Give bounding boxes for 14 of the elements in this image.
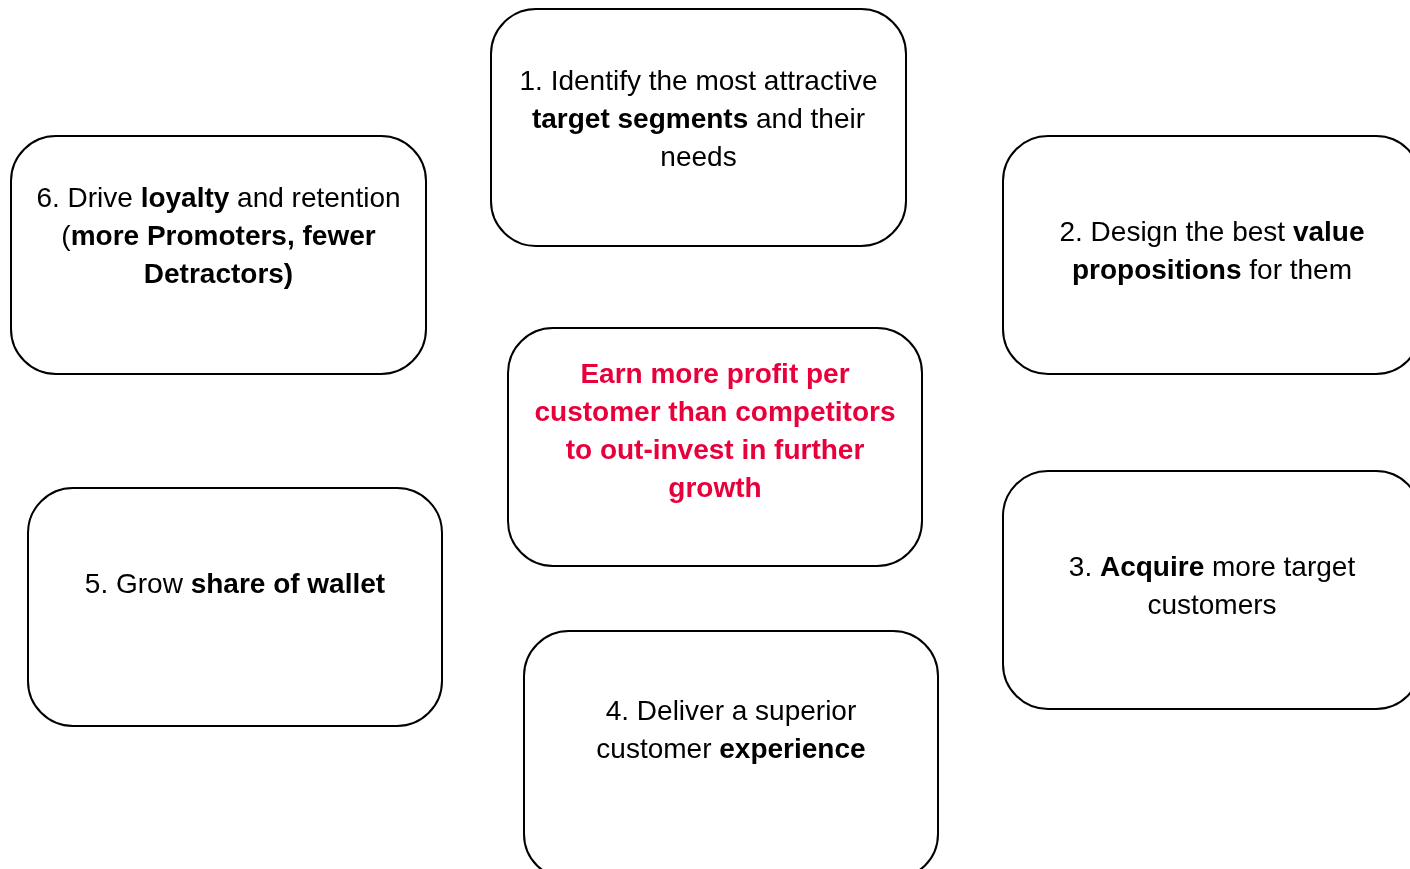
box-text: 4. Deliver a superior customer experience — [595, 694, 867, 766]
rounded-box — [1002, 135, 1410, 375]
box-text: 6. Drive loyalty and retention (more Promoters, fewer Detractors) — [35, 181, 402, 291]
rounded-box — [10, 135, 427, 375]
rounded-box — [523, 630, 939, 869]
box-text: Earn more profit per customer than competitors to out-invest in further growth — [533, 357, 897, 505]
rounded-box — [1002, 470, 1410, 710]
box-text: 3. Acquire more target customers — [1067, 550, 1357, 622]
rounded-box — [507, 327, 923, 567]
box-text: 5. Grow share of wallet — [83, 567, 387, 601]
rounded-box — [490, 8, 907, 247]
box-text: 2. Design the best value propositions for them — [1058, 215, 1366, 287]
box-text: 1. Identify the most attractive target segments and their needs — [518, 64, 879, 174]
rounded-box — [27, 487, 443, 727]
